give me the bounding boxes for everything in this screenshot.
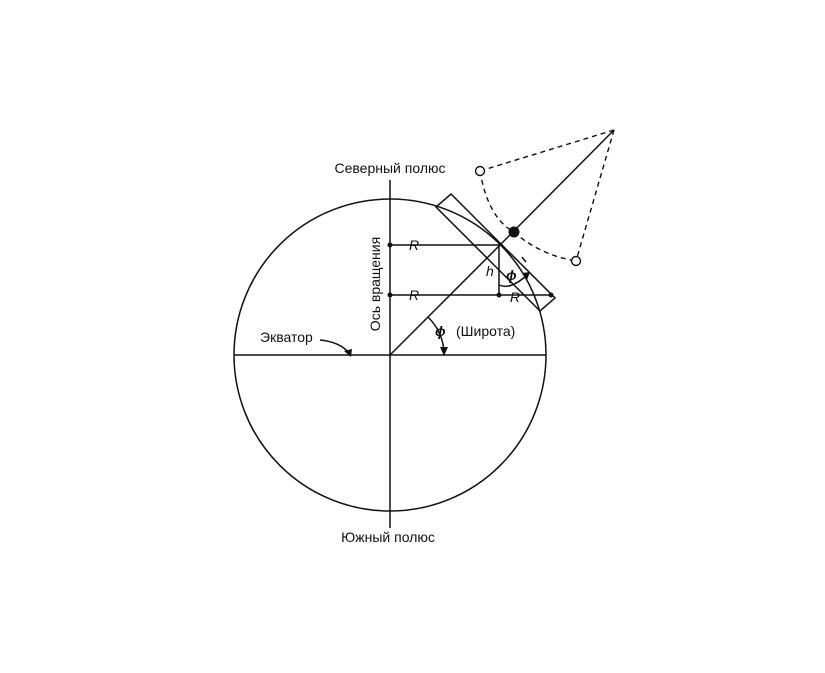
small-angle-arrowhead bbox=[522, 272, 530, 280]
axis-point-upper bbox=[387, 242, 393, 248]
south-pole-label: Южный полюс bbox=[341, 529, 435, 545]
height-h-label: h bbox=[486, 263, 494, 279]
equator-label: Экватор bbox=[260, 329, 313, 345]
swing-dash-arc bbox=[479, 170, 577, 262]
rotation-axis-label: Ось вращения bbox=[367, 237, 383, 331]
radius-r-lower-label: R bbox=[409, 287, 419, 303]
latitude-radius-line bbox=[389, 244, 501, 356]
small-tick bbox=[521, 256, 527, 263]
north-pole-label: Северный полюс bbox=[335, 160, 446, 176]
radius-r-prime-label: R' bbox=[510, 289, 524, 305]
latitude-arrowhead bbox=[440, 347, 448, 356]
radius-r-upper-label: R bbox=[409, 237, 419, 253]
axis-point-lower bbox=[387, 292, 393, 298]
equator-leader-arrowhead bbox=[344, 349, 352, 357]
pendulum-line bbox=[499, 129, 615, 246]
swing-end-right bbox=[570, 255, 582, 267]
phi-small-label: ϕ bbox=[506, 267, 517, 283]
swing-end-left bbox=[474, 165, 486, 177]
small-angle-arc bbox=[498, 275, 527, 288]
swing-dash-right bbox=[575, 129, 615, 262]
latitude-label: (Широта) bbox=[456, 323, 515, 339]
tangent-plane-rect bbox=[434, 192, 557, 313]
phi-main-label: ϕ bbox=[435, 323, 446, 339]
